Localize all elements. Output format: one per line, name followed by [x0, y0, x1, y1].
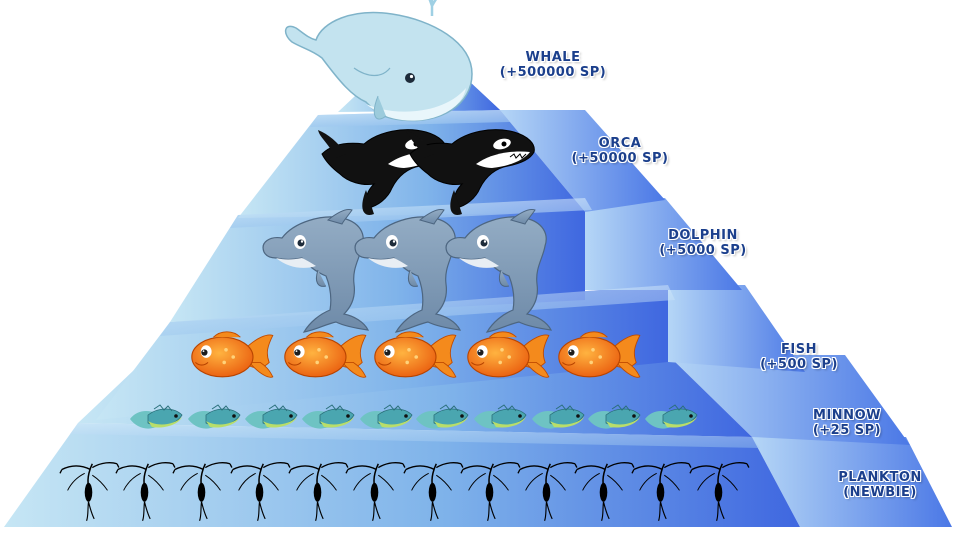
plankton-icon	[59, 462, 120, 521]
tier-minnow-side	[668, 355, 910, 445]
dolphin-icon	[354, 209, 462, 333]
tier-orca-side	[500, 110, 665, 212]
minnow-icon	[245, 404, 298, 429]
minnow-icon	[474, 404, 527, 429]
tier-label-minnow: MINNOW(+25 SP)	[762, 408, 932, 438]
minnow-icon	[302, 404, 355, 429]
tier-detail: (+500000 SP)	[499, 65, 607, 80]
plankton-icon	[517, 462, 578, 521]
tier-label-orca: ORCA(+50000 SP)	[535, 136, 705, 166]
plankton-icon	[574, 462, 635, 521]
plankton-icon	[230, 462, 291, 521]
goldfish-icon	[467, 331, 550, 378]
creatures	[59, 0, 750, 521]
plankton-icon	[345, 462, 406, 521]
tier-label-whale: WHALE(+500000 SP)	[468, 50, 638, 80]
goldfish-icon	[558, 331, 641, 378]
minnow-icon	[645, 404, 698, 429]
tier-detail: (+500 SP)	[760, 357, 838, 372]
dolphin-icon	[445, 209, 553, 333]
minnow-icon	[588, 404, 641, 429]
ledge-plankton	[70, 423, 760, 448]
minnow-icon	[416, 404, 469, 429]
minnow-icon	[130, 404, 183, 429]
tier-detail: (+5000 SP)	[659, 243, 747, 258]
tier-dolphin-side	[585, 198, 742, 290]
plankton-icon	[689, 462, 750, 521]
orca-icon	[406, 129, 535, 215]
tier-detail: (+25 SP)	[812, 423, 882, 438]
minnow-icon	[532, 404, 585, 429]
minnow-icon	[360, 404, 413, 429]
minnow-icon	[188, 404, 241, 429]
plankton-icon	[460, 462, 521, 521]
plankton-icon	[403, 462, 464, 521]
tier-detail: (+50000 SP)	[571, 151, 669, 166]
tier-label-fish: FISH(+500 SP)	[714, 342, 884, 372]
goldfish-icon	[284, 331, 367, 378]
ledge-fish	[160, 285, 675, 336]
tier-name: ORCA	[598, 136, 642, 151]
whale-icon	[284, 0, 473, 122]
tier-name: DOLPHIN	[668, 228, 738, 243]
dolphin-icon	[262, 209, 370, 333]
tier-fish-side	[668, 285, 805, 372]
plankton-icon	[288, 462, 349, 521]
tier-name: WHALE	[525, 50, 581, 65]
tier-label-plankton: PLANKTON(NEWBIE)	[800, 470, 960, 500]
plankton-icon	[631, 462, 692, 521]
tier-label-dolphin: DOLPHIN(+5000 SP)	[618, 228, 788, 258]
goldfish-icon	[191, 331, 274, 378]
tier-detail: (NEWBIE)	[843, 485, 917, 500]
tier-name: FISH	[781, 342, 817, 357]
tier-plankton-side	[752, 437, 952, 527]
tier-name: PLANKTON	[838, 470, 922, 485]
plankton-icon	[115, 462, 176, 521]
tier-name: MINNOW	[813, 408, 881, 423]
plankton-icon	[172, 462, 233, 521]
goldfish-icon	[374, 331, 457, 378]
